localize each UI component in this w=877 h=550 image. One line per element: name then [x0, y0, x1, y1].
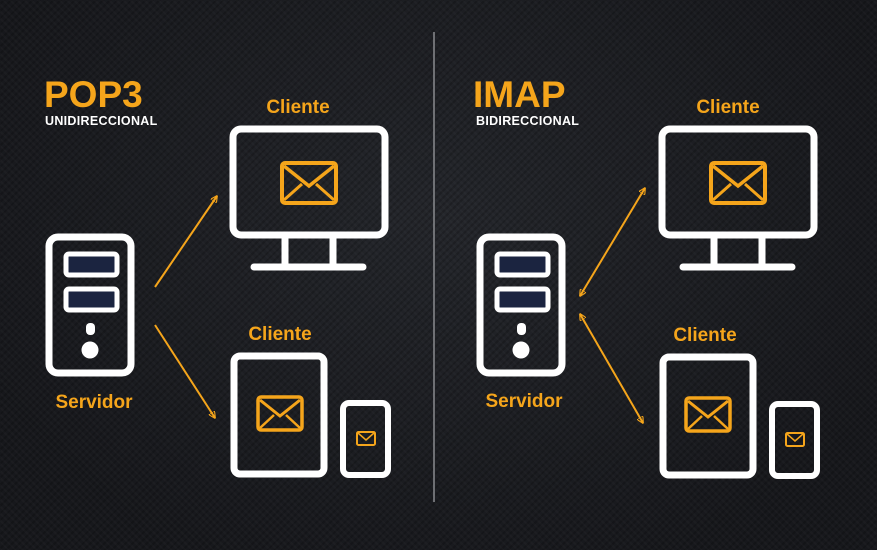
pop3-title: POP3	[44, 74, 143, 115]
pop3-section: POP3 UNIDIRECCIONAL Servidor Cliente Cli…	[44, 74, 391, 478]
monitor-icon	[658, 125, 818, 271]
pop3-subtitle: UNIDIRECCIONAL	[45, 114, 158, 128]
arrow-icon	[580, 314, 643, 423]
imap-title: IMAP	[473, 74, 566, 115]
envelope-icon	[684, 396, 732, 433]
imap-server-label: Servidor	[485, 391, 563, 412]
envelope-icon	[256, 395, 304, 432]
arrow-icon	[154, 196, 217, 288]
pop3-client-desktop-label: Cliente	[266, 97, 329, 118]
server-icon	[45, 233, 135, 377]
arrow-icon	[154, 324, 215, 418]
pop3-server-label: Servidor	[55, 392, 133, 413]
tablet-icon	[659, 353, 757, 479]
pop3-client-mobile-label: Cliente	[248, 324, 311, 345]
tablet-icon	[230, 352, 328, 478]
envelope-icon	[709, 161, 767, 205]
monitor-icon	[229, 125, 389, 271]
envelope-icon	[785, 432, 805, 447]
imap-client-desktop-label: Cliente	[696, 97, 759, 118]
envelope-icon	[356, 431, 376, 446]
phone-icon	[340, 400, 391, 478]
phone-icon	[769, 401, 820, 479]
server-icon	[476, 233, 566, 377]
arrow-icon	[580, 188, 645, 296]
imap-subtitle: BIDIRECCIONAL	[476, 114, 579, 128]
imap-section: IMAP BIDIRECCIONAL Servidor Cliente Clie…	[473, 74, 820, 479]
imap-client-mobile-label: Cliente	[673, 325, 736, 346]
envelope-icon	[280, 161, 338, 205]
